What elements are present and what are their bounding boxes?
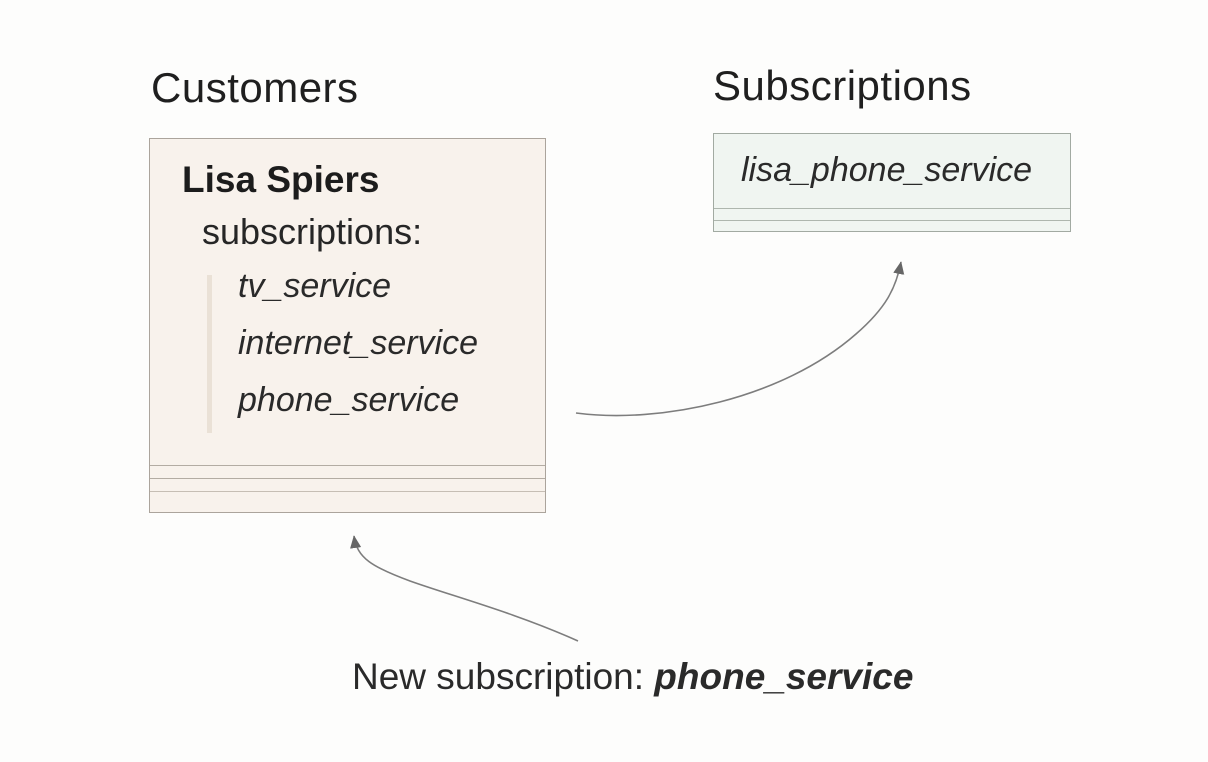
annotation-value: phone_service <box>654 656 914 697</box>
service-item-phone: phone_service <box>238 381 460 419</box>
customer-card: Lisa Spiers subscriptions: tv_service in… <box>149 138 546 513</box>
annotation-label: New subscription: <box>352 656 655 697</box>
indent-guide-bar <box>207 275 212 433</box>
subscriptions-field-label: subscriptions: <box>202 211 423 252</box>
service-item-internet: internet_service <box>238 324 479 362</box>
arrow-customer-to-subscription <box>575 261 905 417</box>
subscription-card: lisa_phone_service <box>713 133 1071 232</box>
card-row-divider <box>150 491 545 492</box>
card-row-divider <box>150 478 545 479</box>
arrow-annotation-to-customer <box>350 535 579 642</box>
new-subscription-annotation: New subscription: phone_service <box>352 656 913 698</box>
service-item-tv: tv_service <box>238 267 392 305</box>
customers-heading: Customers <box>151 64 359 111</box>
subscription-record: lisa_phone_service <box>741 151 1033 189</box>
card-row-divider <box>714 208 1070 209</box>
card-row-divider <box>150 465 545 466</box>
card-row-divider <box>714 220 1070 221</box>
subscriptions-heading: Subscriptions <box>713 62 972 109</box>
customer-name: Lisa Spiers <box>182 159 380 200</box>
